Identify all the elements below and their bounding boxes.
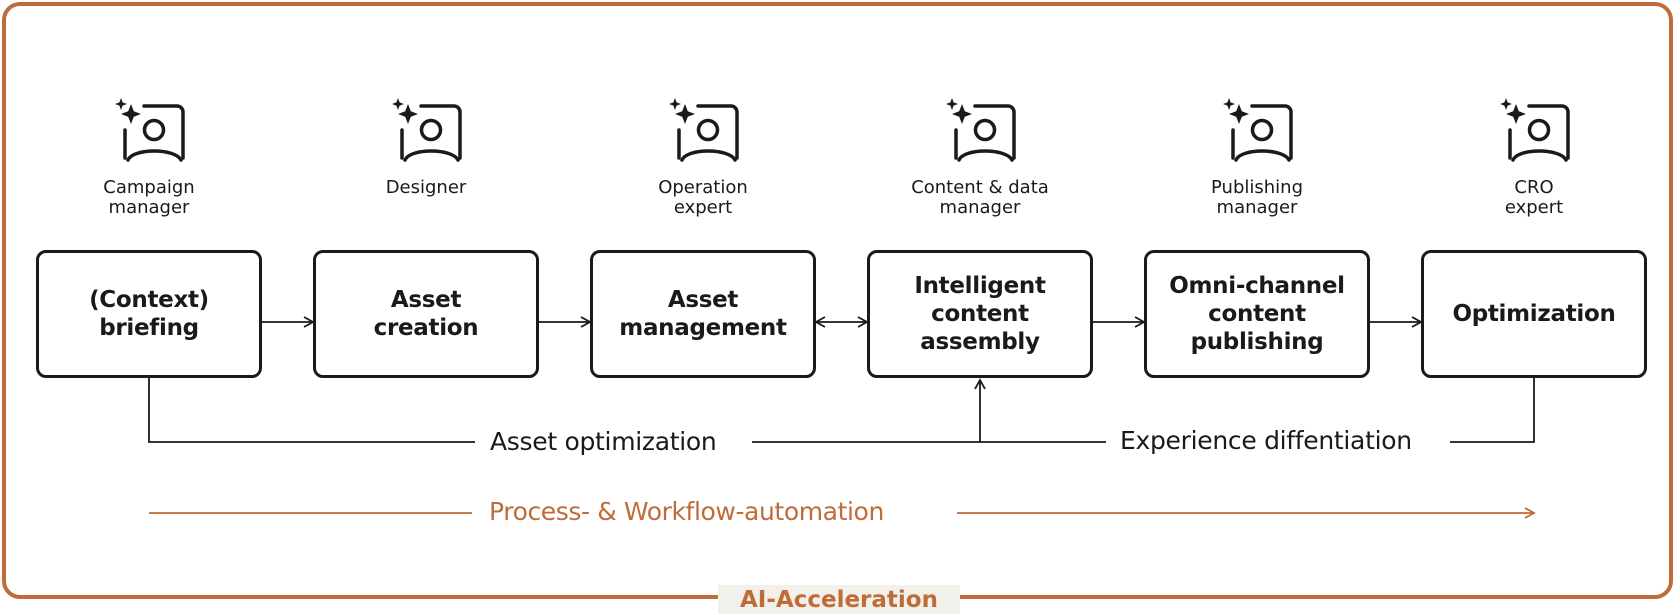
ai-user-icon — [663, 96, 743, 166]
process-step: Asset management — [590, 250, 816, 378]
step-label: Optimization — [1452, 301, 1616, 327]
role-3: Content & data manager — [867, 96, 1093, 218]
ai-user-icon — [1217, 96, 1297, 166]
ai-user-icon — [1494, 96, 1574, 166]
process-step: (Context) briefing — [36, 250, 262, 378]
role-0: Campaign manager — [36, 96, 262, 218]
asset-optimization-label: Asset optimization — [490, 427, 717, 456]
step-label: Omni-channel content publishing — [1169, 273, 1345, 355]
feedback-line-right — [1450, 378, 1535, 443]
ai-acceleration-label: AI-Acceleration — [718, 585, 960, 614]
role-label: Publishing manager — [1211, 177, 1303, 218]
role-5: CRO expert — [1421, 96, 1647, 218]
role-label: Designer — [385, 177, 467, 198]
role-label: Campaign manager — [103, 177, 195, 218]
ai-user-icon — [386, 96, 466, 166]
automation-label: Process- & Workflow-automation — [489, 497, 884, 526]
role-label: CRO expert — [1504, 177, 1564, 218]
process-step: Omni-channel content publishing — [1144, 250, 1370, 378]
step-label: (Context) briefing — [89, 287, 209, 341]
process-step: Optimization — [1421, 250, 1647, 378]
role-label: Operation expert — [658, 177, 748, 218]
step-label: Asset creation — [373, 287, 479, 341]
feedback-line-left — [148, 378, 475, 443]
ai-user-icon — [940, 96, 1020, 166]
step-label: Intelligent content assembly — [914, 273, 1046, 355]
experience-differentiation-label: Experience diffentiation — [1120, 426, 1412, 455]
process-step: Intelligent content assembly — [867, 250, 1093, 378]
role-label: Content & data manager — [911, 177, 1049, 218]
role-1: Designer — [313, 96, 539, 198]
process-step: Asset creation — [313, 250, 539, 378]
ai-user-icon — [109, 96, 189, 166]
role-4: Publishing manager — [1144, 96, 1370, 218]
step-label: Asset management — [619, 287, 787, 341]
role-2: Operation expert — [590, 96, 816, 218]
